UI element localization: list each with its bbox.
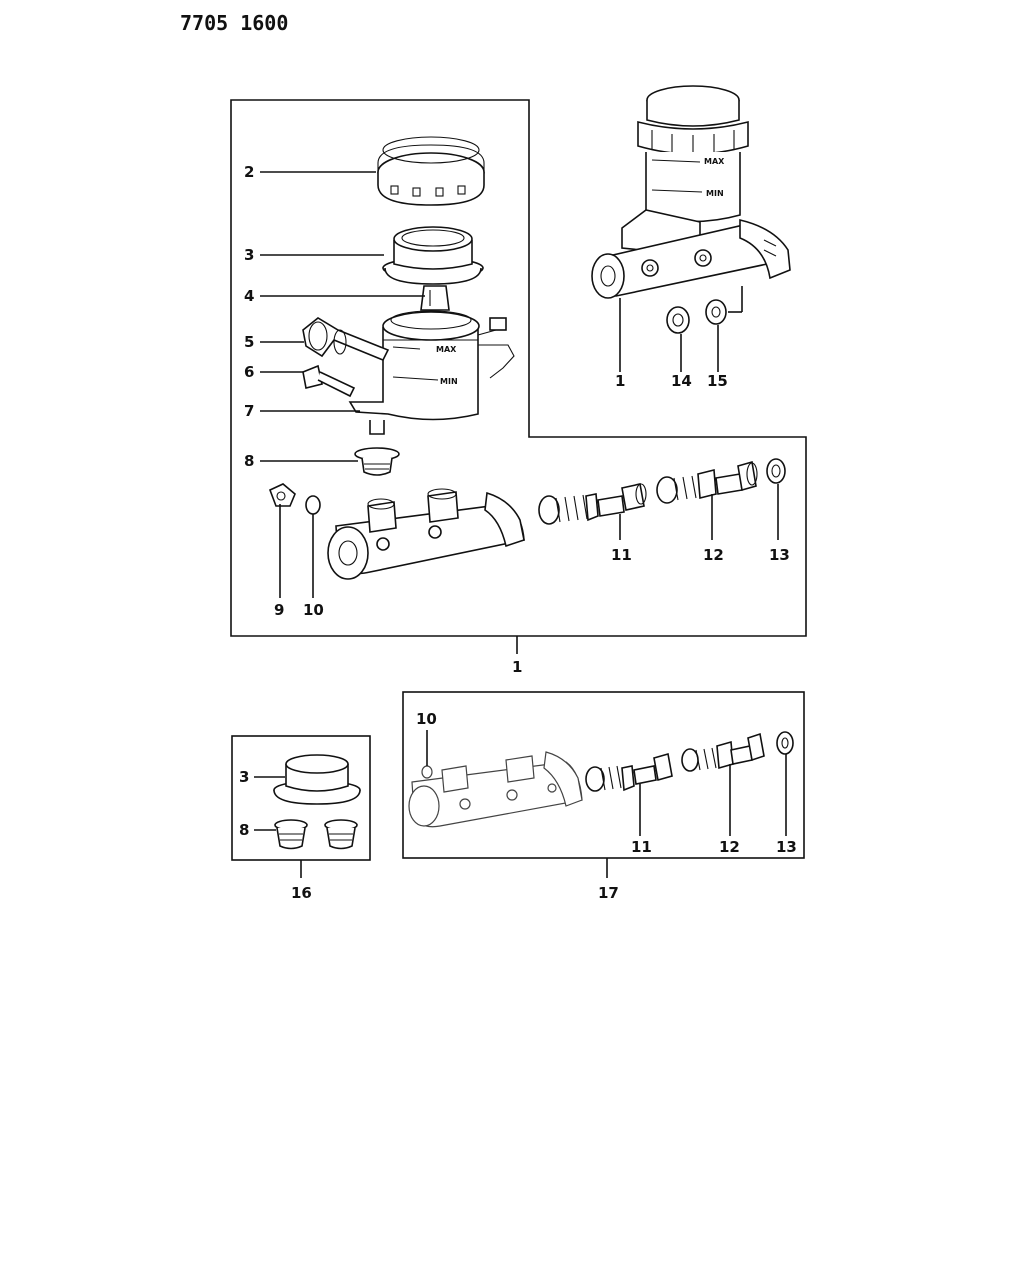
snap-ring bbox=[766, 458, 786, 484]
reservoir-filter bbox=[420, 285, 450, 311]
reservoir-grommet bbox=[354, 447, 400, 476]
primary-piston bbox=[538, 483, 647, 525]
kit-17-snap-ring bbox=[776, 731, 794, 755]
reservoir-hose bbox=[302, 317, 390, 362]
master-cylinder-body bbox=[327, 488, 525, 580]
secondary-piston bbox=[656, 460, 758, 504]
callout-8: 8 bbox=[244, 452, 254, 470]
kit-17-callout-12: 12 bbox=[719, 838, 740, 856]
callout-2: 2 bbox=[244, 163, 254, 181]
callout-7: 7 bbox=[244, 402, 254, 420]
assembled-min-mark: MIN bbox=[706, 189, 724, 198]
grommet-14 bbox=[666, 306, 690, 334]
piston-stopper-bolt bbox=[268, 483, 296, 507]
callout-1-main: 1 bbox=[615, 372, 625, 390]
kit-17-callout-11: 11 bbox=[631, 838, 652, 856]
kit-17-gasket bbox=[421, 765, 433, 779]
min-mark: MIN bbox=[440, 377, 458, 386]
kit-17-secondary-piston bbox=[681, 732, 765, 772]
reservoir-cap-outer bbox=[377, 136, 485, 206]
washer-15 bbox=[705, 299, 727, 325]
callout-6: 6 bbox=[244, 363, 254, 381]
reservoir-body: MAX MIN bbox=[348, 310, 515, 435]
kit-17-frame bbox=[402, 691, 805, 859]
callout-11: 11 bbox=[611, 546, 632, 564]
kit-16-callout-3: 3 bbox=[239, 768, 249, 786]
kit-17-label: 17 bbox=[598, 884, 619, 902]
main-assembly-frame bbox=[230, 99, 807, 637]
callout-5: 5 bbox=[244, 333, 254, 351]
kit-16-cap bbox=[273, 754, 361, 805]
callout-4: 4 bbox=[244, 287, 254, 305]
callout-9: 9 bbox=[274, 601, 284, 619]
kit-17-cylinder-body bbox=[408, 751, 583, 828]
kit-17-callout-13: 13 bbox=[776, 838, 797, 856]
reservoir-bolt bbox=[302, 364, 356, 398]
diagram-code: 7705 1600 bbox=[180, 11, 288, 35]
kit-16-grommet-right bbox=[324, 819, 358, 850]
assembled-leader-lines bbox=[619, 286, 743, 372]
callout-15: 15 bbox=[707, 372, 728, 390]
max-mark: MAX bbox=[436, 345, 457, 354]
reservoir-diaphragm bbox=[382, 226, 484, 285]
main-leader-lines bbox=[260, 171, 779, 654]
assembled-max-mark: MAX bbox=[704, 157, 725, 166]
kit-16-label: 16 bbox=[291, 884, 312, 902]
kit-17-primary-piston bbox=[585, 752, 673, 792]
callout-12: 12 bbox=[703, 546, 724, 564]
callout-3: 3 bbox=[244, 246, 254, 264]
callout-13: 13 bbox=[769, 546, 790, 564]
gasket bbox=[305, 495, 321, 515]
callout-14: 14 bbox=[671, 372, 692, 390]
callout-1-assembly: 1 bbox=[512, 658, 522, 676]
kit-16-grommet-left bbox=[274, 819, 308, 850]
kit-17-callout-10: 10 bbox=[416, 710, 437, 728]
callout-10: 10 bbox=[303, 601, 324, 619]
kit-16-callout-8: 8 bbox=[239, 821, 249, 839]
assembled-master-cylinder: MAX MIN bbox=[591, 85, 791, 299]
